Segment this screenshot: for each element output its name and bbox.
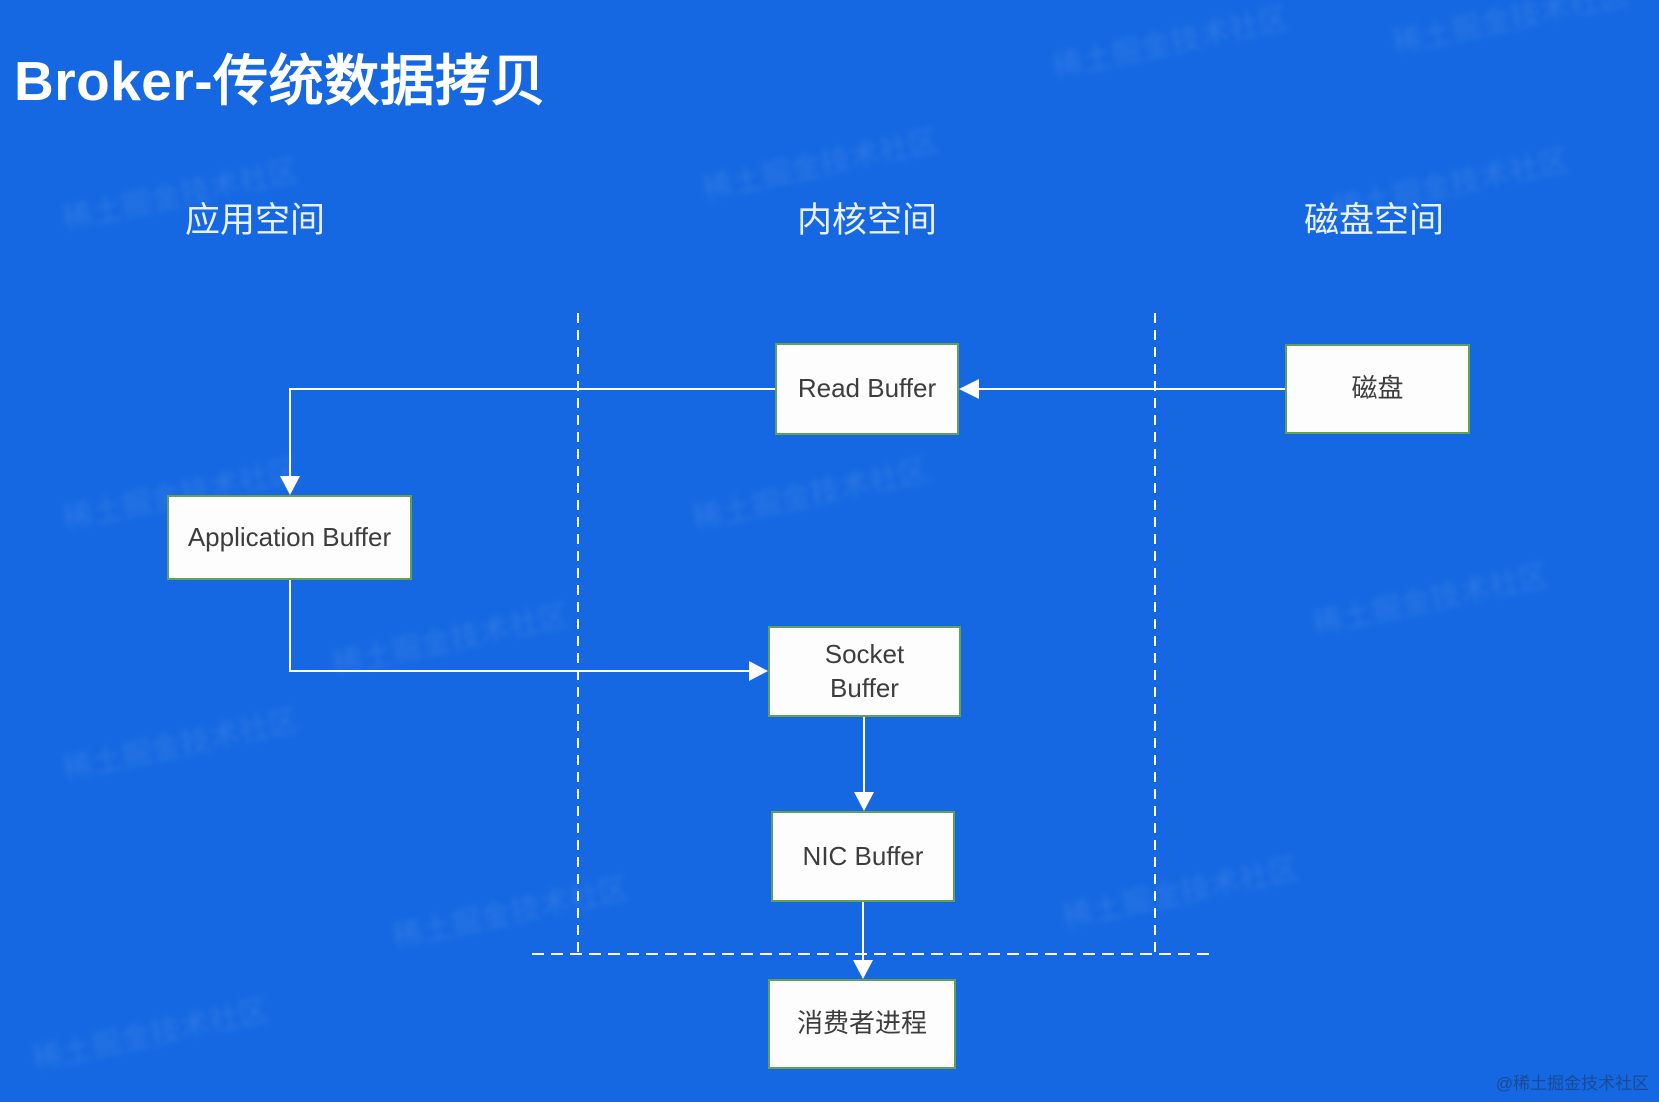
arrow-read-buffer-to-application-buffer xyxy=(289,388,775,477)
node-label: 磁盘 xyxy=(1351,373,1404,404)
node-label: NIC Buffer xyxy=(802,840,924,871)
node-label: 消费者进程 xyxy=(796,1008,927,1039)
node-application-buffer: Application Buffer xyxy=(167,495,412,580)
column-label-app-space: 应用空间 xyxy=(184,201,325,240)
arrowhead-left-icon xyxy=(959,379,979,399)
arrowhead-down-icon xyxy=(854,792,874,811)
arrowhead-down-icon xyxy=(280,476,300,495)
arrow-application-buffer-to-socket-buffer xyxy=(289,580,750,672)
page-title: Broker-传统数据拷贝 xyxy=(14,50,547,112)
arrowhead-down-icon xyxy=(853,960,873,979)
node-disk: 磁盘 xyxy=(1285,344,1470,434)
column-label-kernel-space: 内核空间 xyxy=(796,201,937,240)
node-nic-buffer: NIC Buffer xyxy=(771,811,955,902)
column-label-disk-space: 磁盘空间 xyxy=(1303,201,1444,240)
node-read-buffer: Read Buffer xyxy=(775,343,959,435)
node-label: Socket Buffer xyxy=(824,638,905,703)
node-label: Read Buffer xyxy=(797,373,937,404)
watermark-credit: @稀土掘金技术社区 xyxy=(1495,1074,1649,1093)
node-consumer-process: 消费者进程 xyxy=(768,979,956,1069)
node-socket-buffer: Socket Buffer xyxy=(768,626,961,717)
arrowhead-right-icon xyxy=(749,661,768,681)
node-label: Application Buffer xyxy=(187,521,392,552)
